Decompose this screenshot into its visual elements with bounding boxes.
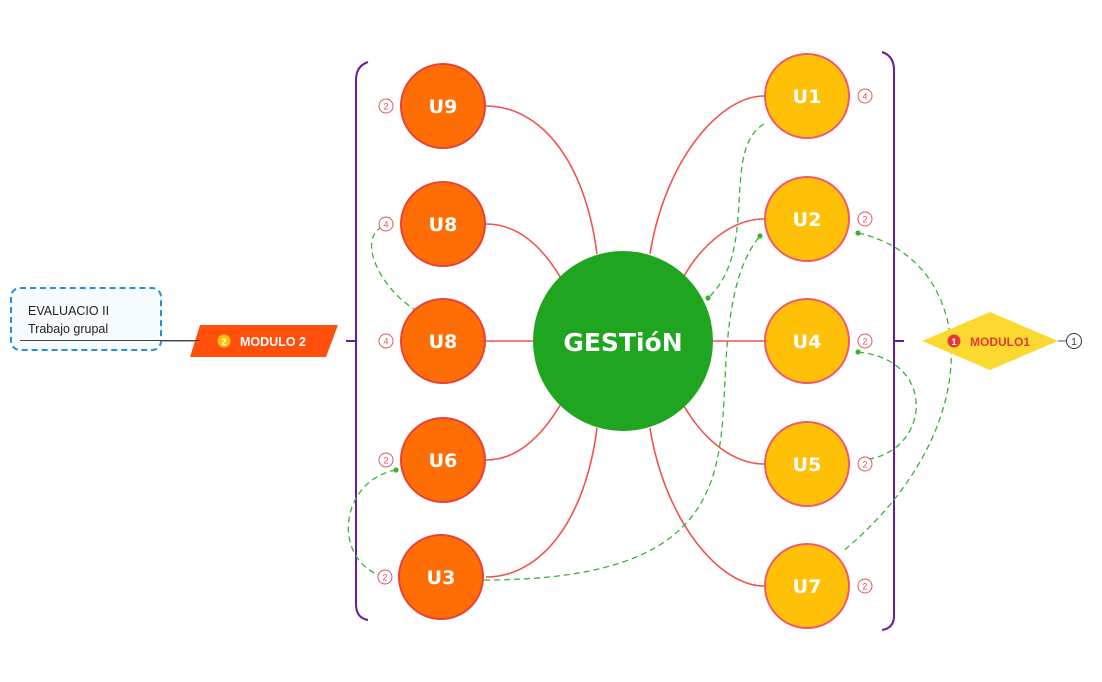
- central-topic-label: GESTióN: [563, 328, 682, 357]
- topic-circle: [764, 53, 850, 139]
- connector-u6: [485, 401, 563, 461]
- central-topic[interactable]: GESTióN: [533, 251, 713, 431]
- topic-label: U7: [793, 576, 822, 598]
- module1-count: 1: [1071, 337, 1077, 348]
- topic-u5[interactable]: U5 2: [764, 421, 873, 507]
- note-line-2: Trabajo grupal: [28, 322, 109, 336]
- right-bracket: [881, 51, 895, 631]
- count-badge[interactable]: 2: [378, 98, 394, 114]
- count-badge[interactable]: 2: [377, 569, 393, 585]
- count-badge-label: 2: [862, 460, 867, 470]
- connector-u5: [683, 405, 765, 465]
- module1-topic[interactable]: 1 MODULO1: [922, 312, 1058, 370]
- relation-u1-gestion: [707, 123, 765, 299]
- topic-u2[interactable]: U2 2: [764, 176, 873, 262]
- topic-u9[interactable]: U9 2: [378, 63, 486, 149]
- connector-u3: [485, 427, 598, 578]
- connectors: [162, 95, 1066, 587]
- topic-circle: [400, 417, 486, 503]
- topic-u8a[interactable]: U8 4: [378, 181, 486, 267]
- topic-label: U6: [429, 450, 458, 472]
- relation-u3-u2: [483, 235, 761, 581]
- count-badge-label: 4: [383, 220, 388, 230]
- topic-u1[interactable]: U1 4: [764, 53, 873, 139]
- topic-label: U9: [429, 96, 458, 118]
- topic-circle: [400, 63, 486, 149]
- connector-u1: [649, 95, 765, 255]
- evaluation-note[interactable]: EVALUACIO II Trabajo grupal: [10, 287, 162, 351]
- note-underline: [20, 340, 200, 341]
- topic-circle: [764, 421, 850, 507]
- relation-u4-u5: [857, 351, 917, 461]
- count-badge-label: 2: [862, 582, 867, 592]
- topic-label: U2: [793, 209, 822, 231]
- module1-number: 1: [951, 337, 956, 347]
- connector-u2: [683, 218, 765, 277]
- connector-u7: [649, 427, 765, 587]
- relationship-endpoints: [393, 230, 861, 473]
- count-badge[interactable]: 2: [857, 578, 873, 594]
- topic-label: U4: [793, 331, 822, 353]
- count-badge-label: 2: [382, 573, 387, 583]
- count-badge[interactable]: 2: [857, 211, 873, 227]
- count-badge[interactable]: 2: [857, 456, 873, 472]
- topic-label: U1: [793, 86, 822, 108]
- topic-circle: [400, 298, 486, 384]
- topic-u3[interactable]: U3 2: [377, 534, 484, 620]
- count-badge-label: 2: [862, 337, 867, 347]
- connector-u9: [485, 105, 598, 255]
- left-bracket: [355, 61, 369, 621]
- topic-circle: [398, 534, 484, 620]
- module2-label: MODULO 2: [240, 335, 306, 349]
- count-badge-label: 2: [383, 456, 388, 466]
- relation-u6-u3: [347, 469, 397, 578]
- count-badge-label: 2: [383, 102, 388, 112]
- count-badge-label: 4: [383, 337, 388, 347]
- relation-u2-u7: [841, 232, 952, 553]
- module2-tag[interactable]: 2 MODULO 2: [190, 325, 338, 357]
- count-badge[interactable]: 2: [857, 333, 873, 349]
- module1-label: MODULO1: [970, 335, 1030, 349]
- connector-u8a: [485, 223, 563, 281]
- topic-circle: [764, 298, 850, 384]
- topic-circle: [764, 543, 850, 629]
- topic-u4[interactable]: U4 2: [764, 298, 873, 384]
- module1-count-badge[interactable]: 1: [1066, 333, 1082, 349]
- topic-u7[interactable]: U7 2: [764, 543, 873, 629]
- note-line-1: EVALUACIO II: [28, 304, 110, 318]
- count-badge[interactable]: 4: [857, 88, 873, 104]
- topic-label: U5: [793, 454, 822, 476]
- count-badge[interactable]: 4: [378, 333, 394, 349]
- topic-label: U3: [427, 567, 456, 589]
- topic-circle: [764, 176, 850, 262]
- count-badge[interactable]: 2: [378, 452, 394, 468]
- module2-number: 2: [221, 337, 226, 347]
- topic-label: U8: [429, 331, 458, 353]
- topic-label: U8: [429, 214, 458, 236]
- count-badge-label: 4: [862, 92, 867, 102]
- count-badge-label: 2: [862, 215, 867, 225]
- topic-u8b[interactable]: U8 4: [378, 298, 486, 384]
- count-badge[interactable]: 4: [378, 216, 394, 232]
- topic-u6[interactable]: U6 2: [378, 417, 486, 503]
- topic-circle: [400, 181, 486, 267]
